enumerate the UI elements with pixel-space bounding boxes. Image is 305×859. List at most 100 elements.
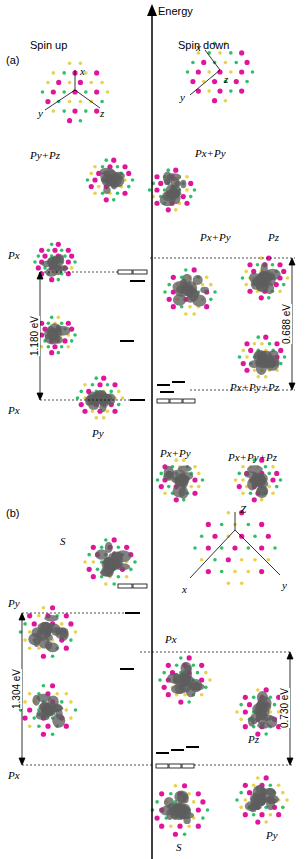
orbital-label: Py xyxy=(8,598,20,609)
orbital-lobe xyxy=(167,189,180,199)
atom-dot xyxy=(79,390,83,394)
atom-dot xyxy=(185,175,189,179)
orbital-lobe xyxy=(257,712,268,725)
atom-dot xyxy=(256,688,260,692)
atom-dot xyxy=(56,242,61,247)
atom-dot xyxy=(169,824,173,828)
atom-dot xyxy=(239,806,243,810)
atom-dot xyxy=(243,812,248,817)
atom-dot xyxy=(264,465,268,469)
atom-dot xyxy=(158,181,163,186)
orbital-lobe xyxy=(183,816,190,824)
atom-dot xyxy=(33,260,37,264)
atom-dot xyxy=(69,700,73,704)
axis-arrowhead xyxy=(147,4,157,16)
orbital-lobe xyxy=(182,794,188,803)
atom-dot xyxy=(171,304,176,309)
atom-dot xyxy=(68,100,72,104)
atom-dot xyxy=(234,478,238,482)
atom-dot xyxy=(239,50,244,55)
atom-dot xyxy=(201,816,205,820)
atom-dot xyxy=(244,368,249,373)
orbital-lobe xyxy=(256,486,268,498)
atom-dot xyxy=(193,188,197,192)
orbital-label: x xyxy=(80,66,85,77)
atom-dot xyxy=(256,335,260,339)
atom-dot xyxy=(200,799,205,804)
atom-dot xyxy=(245,80,249,84)
atom-dot xyxy=(76,396,80,400)
atom-dot xyxy=(50,605,55,610)
atom-dot xyxy=(206,545,211,550)
orbital-lobe xyxy=(48,327,55,333)
atom-dot xyxy=(247,262,252,267)
orbital-label: Pz xyxy=(248,734,259,745)
atom-dot xyxy=(275,485,279,489)
energy-levels xyxy=(118,270,199,768)
atom-dot xyxy=(101,165,105,169)
atom-dot xyxy=(241,465,245,469)
orbital-lobe xyxy=(174,791,188,803)
atom-dot xyxy=(187,655,192,660)
orbital-lobe xyxy=(200,287,209,293)
atom-dot xyxy=(78,80,83,85)
atom-dot xyxy=(92,560,96,564)
orbital-lobe xyxy=(247,465,263,473)
orbital-lobe xyxy=(167,673,182,684)
atom-dot xyxy=(270,477,275,482)
atom-dot xyxy=(133,560,137,564)
atom-dot xyxy=(243,783,248,788)
atom-dot xyxy=(57,278,61,282)
atom-dot xyxy=(47,321,51,325)
atom-dot xyxy=(42,684,46,688)
atom-dot xyxy=(192,663,196,667)
atom-dot xyxy=(112,198,116,202)
orbital-lobe xyxy=(51,627,61,636)
orbital-label: y xyxy=(38,108,43,119)
atom-dot xyxy=(104,158,108,162)
orbital-label: z xyxy=(224,74,228,85)
orbital-lobe xyxy=(262,788,276,798)
atom-dot xyxy=(187,700,191,704)
atom-dot xyxy=(60,321,64,325)
atom-dot xyxy=(79,100,83,104)
atom-dot xyxy=(252,695,256,699)
atom-dot xyxy=(56,80,61,85)
atom-dot xyxy=(104,197,109,202)
atom-dot xyxy=(200,534,204,538)
atom-dot xyxy=(229,70,233,74)
atom-dot xyxy=(196,824,201,829)
atom-dot xyxy=(93,165,97,169)
orbital-label: Px+Py+Pz xyxy=(228,452,277,463)
atom-dot xyxy=(67,118,72,123)
atom-dot xyxy=(39,248,44,253)
atom-dot xyxy=(57,351,61,355)
atom-dot xyxy=(241,276,245,280)
atom-dot xyxy=(188,305,192,309)
atom-dot xyxy=(241,349,245,353)
atom-dot xyxy=(192,800,196,804)
atom-dot xyxy=(271,263,275,267)
atom-dot xyxy=(197,485,201,489)
atom-dot xyxy=(205,275,209,279)
atom-dot xyxy=(251,70,255,74)
atom-dot xyxy=(220,523,224,527)
atom-dot xyxy=(239,703,243,707)
orbital-lobe xyxy=(54,265,69,271)
atom-dot xyxy=(79,62,83,66)
atom-dot xyxy=(49,350,54,355)
atom-dot xyxy=(27,707,32,712)
atom-dot xyxy=(206,522,211,527)
atom-dot xyxy=(62,338,67,343)
atom-dot xyxy=(52,71,56,75)
atom-dot xyxy=(42,606,46,610)
atom-dot xyxy=(273,703,277,707)
atom-dot xyxy=(154,201,159,206)
atom-dot xyxy=(117,575,121,579)
orbital-label: Px+Py xyxy=(200,232,231,243)
atom-dot xyxy=(91,545,96,550)
atom-dot xyxy=(206,808,210,812)
atom-dot xyxy=(187,824,191,828)
atom-dot xyxy=(62,71,66,75)
